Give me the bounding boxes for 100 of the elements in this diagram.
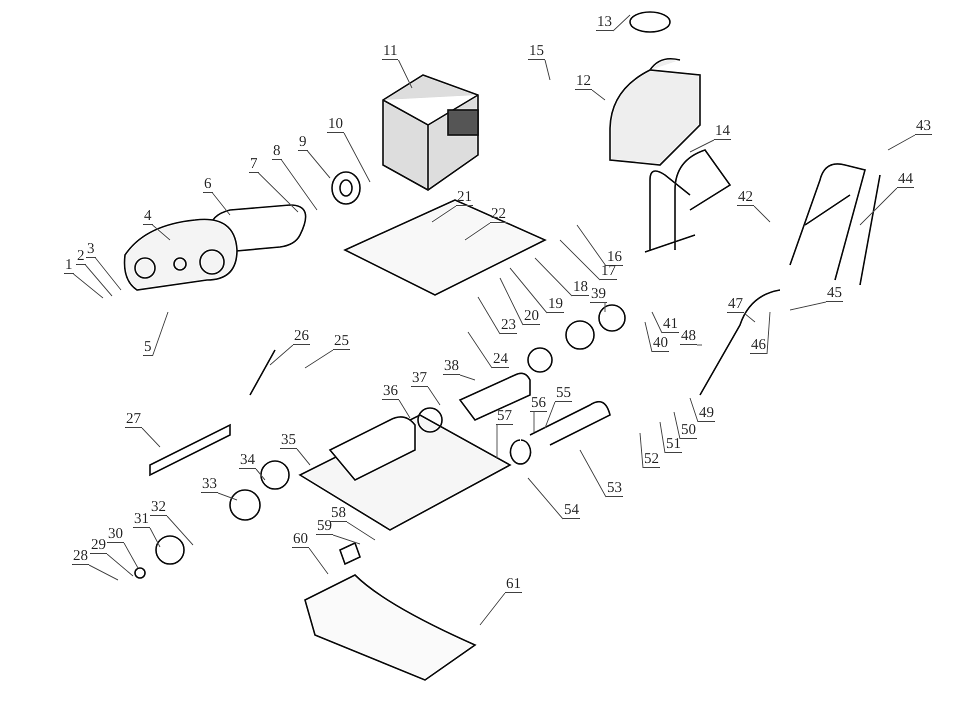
leader-line <box>604 302 606 312</box>
callout-number: 5 <box>143 340 152 356</box>
leader-line <box>398 400 410 418</box>
callout-number: 14 <box>714 124 731 140</box>
callout-number: 42 <box>737 190 754 206</box>
leader-line <box>544 402 556 428</box>
leader-line <box>652 312 662 334</box>
leader-line <box>644 322 652 352</box>
callout-number: 44 <box>897 172 914 188</box>
leader-line <box>296 448 310 466</box>
callout-number: 4 <box>143 209 152 225</box>
callout-number: 26 <box>293 329 310 345</box>
leader-line <box>860 188 898 226</box>
leader-line <box>480 592 506 626</box>
leader-line <box>766 312 770 354</box>
leader-line <box>660 422 666 454</box>
leader-line <box>85 264 112 296</box>
callout-number: 28 <box>72 549 89 565</box>
callout-number: 43 <box>915 119 932 135</box>
callout-number: 17 <box>600 264 617 280</box>
leader-line <box>528 478 564 520</box>
leader-line <box>218 492 238 500</box>
leader-line <box>281 160 318 210</box>
leader-line <box>398 60 412 88</box>
callout-number: 25 <box>333 334 350 350</box>
leader-line <box>460 374 476 380</box>
leader-line <box>152 224 170 240</box>
callout-number: 41 <box>662 317 679 333</box>
callout-number: 24 <box>492 352 509 368</box>
leader-line <box>152 312 168 356</box>
callout-number: 23 <box>500 318 517 334</box>
callout-number: 37 <box>411 371 428 387</box>
leader-line <box>95 258 122 290</box>
callout-number: 3 <box>86 242 96 258</box>
leader-line <box>888 134 916 150</box>
leader-line <box>496 424 498 458</box>
leader-line <box>428 386 440 406</box>
leader-line <box>142 428 160 448</box>
leader-line <box>500 278 524 326</box>
leader-line <box>468 332 492 368</box>
callout-number: 56 <box>530 396 547 412</box>
leader-line <box>790 302 826 310</box>
callout-number: 58 <box>330 506 347 522</box>
leader-line <box>612 14 630 32</box>
callout-number: 20 <box>523 309 540 325</box>
leader-line <box>560 240 600 280</box>
callout-number: 15 <box>528 44 545 60</box>
callout-number: 38 <box>443 359 460 375</box>
callout-number: 53 <box>606 481 623 497</box>
leader-line <box>690 140 714 152</box>
callout-number: 18 <box>572 280 589 296</box>
leader-line <box>478 296 500 334</box>
callout-number: 55 <box>555 386 572 402</box>
callout-number: 11 <box>382 44 398 60</box>
callout-number: 33 <box>201 477 218 493</box>
callout-number: 60 <box>292 532 309 548</box>
callout-number: 46 <box>750 338 767 354</box>
leader-line <box>106 554 134 576</box>
leader-line <box>212 192 230 216</box>
callout-number: 36 <box>382 384 399 400</box>
callout-number: 34 <box>239 453 256 469</box>
leader-line <box>640 432 644 468</box>
callout-number: 45 <box>826 286 843 302</box>
callout-number: 32 <box>150 500 167 516</box>
leader-line <box>346 522 376 540</box>
leader-line <box>576 224 606 266</box>
leader-line <box>592 90 606 100</box>
leader-line <box>690 398 698 422</box>
leader-line <box>124 542 138 568</box>
callout-number: 30 <box>107 527 124 543</box>
callout-number: 50 <box>680 423 697 439</box>
leader-line <box>534 258 572 296</box>
callout-number: 29 <box>90 538 107 554</box>
leader-line <box>464 222 490 240</box>
leader-line <box>580 450 606 498</box>
leader-line <box>166 516 194 546</box>
leader-line <box>256 468 266 480</box>
leader-line <box>510 268 548 314</box>
leader-line <box>270 344 294 366</box>
callout-number: 54 <box>563 503 580 519</box>
leader-line <box>344 132 370 182</box>
callout-number: 8 <box>272 144 282 160</box>
callout-number: 52 <box>643 452 660 468</box>
leader-line <box>332 534 360 544</box>
callout-number: 10 <box>327 117 344 133</box>
callout-number: 57 <box>496 409 513 425</box>
leader-line <box>308 548 328 574</box>
callout-number: 7 <box>249 157 258 173</box>
callout-number: 6 <box>203 177 212 193</box>
callout-number: 19 <box>547 297 564 313</box>
leader-line <box>258 172 298 212</box>
callout-number: 40 <box>652 336 669 352</box>
leader-line <box>304 350 334 368</box>
leader-line <box>150 528 160 548</box>
callout-number: 21 <box>456 190 473 206</box>
callout-number: 59 <box>316 519 333 535</box>
callout-number: 13 <box>596 15 613 31</box>
callout-number: 22 <box>490 207 507 223</box>
leader-line <box>88 564 118 580</box>
callout-number: 12 <box>575 74 592 90</box>
